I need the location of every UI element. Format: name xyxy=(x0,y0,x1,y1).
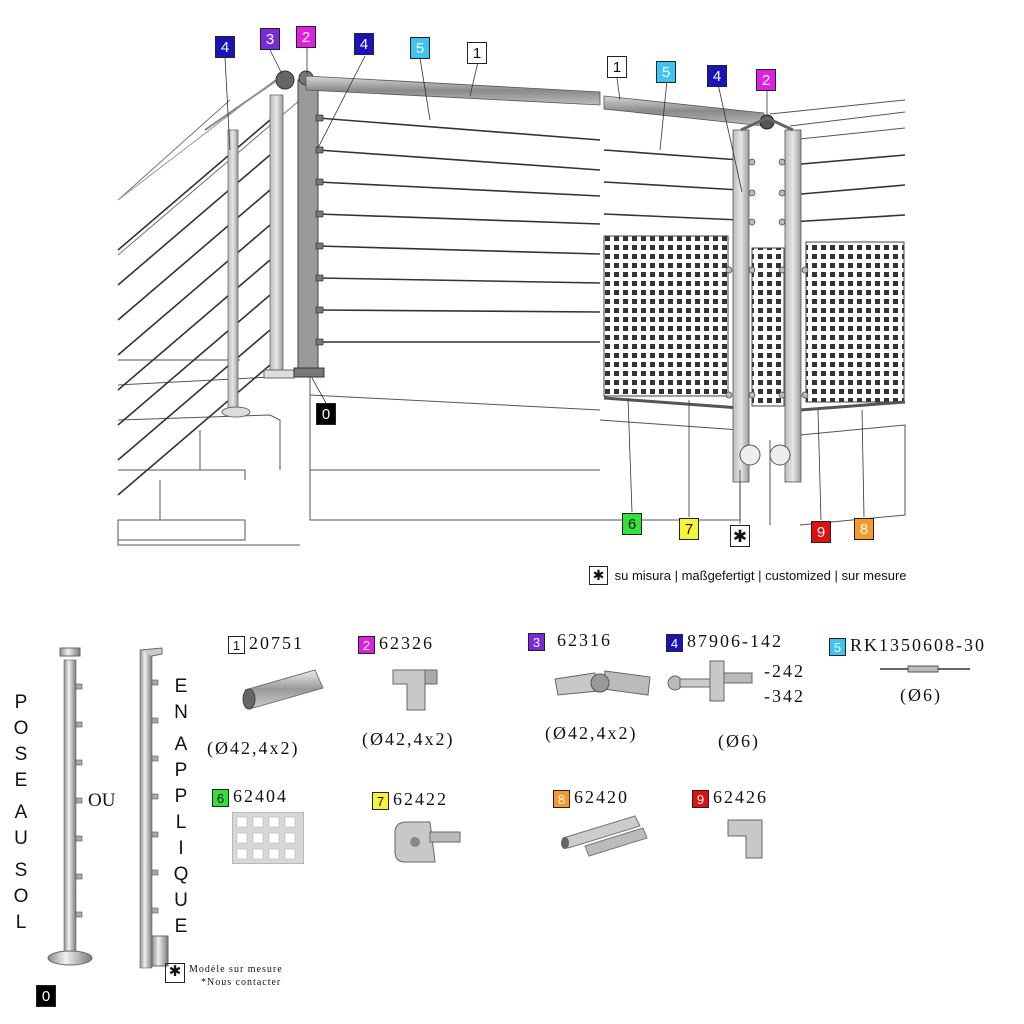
ou-text: OU xyxy=(88,790,116,811)
part-code: 20751 xyxy=(249,633,304,653)
stair-structure xyxy=(117,359,601,546)
custom-legend: ✱ su misura | maßgefertigt | customized … xyxy=(589,566,907,585)
part-dim: (Ø6) xyxy=(718,731,760,751)
part-code: 62404 xyxy=(233,786,288,806)
part-dim: (Ø42,4x2) xyxy=(207,738,300,758)
part-badge-7: 7 xyxy=(372,792,389,811)
part-badge-6: 6 xyxy=(212,789,229,808)
cable-tensioner-image xyxy=(880,665,970,673)
part-code: RK1350608-30 xyxy=(850,635,986,655)
part-code: 62426 xyxy=(713,787,768,807)
tube-pair-image xyxy=(561,815,648,857)
perforated-panel-image xyxy=(232,812,304,864)
part-3: 3 62316 xyxy=(528,630,612,652)
legend-text: su misura | maßgefertigt | customized | … xyxy=(614,568,907,583)
label-badge-3: 3 xyxy=(260,28,280,50)
railing-diagram xyxy=(117,48,906,546)
part-code: 62422 xyxy=(393,789,448,809)
label-badge-2: 2 xyxy=(296,26,316,48)
label-badge-9: 9 xyxy=(811,521,831,543)
asterisk-icon: ✱ xyxy=(165,963,185,983)
part-badge-3: 3 xyxy=(528,633,545,652)
elbow-connector-image xyxy=(392,669,438,711)
label-badge-5: 5 xyxy=(410,37,430,59)
part-badge-5: 5 xyxy=(829,638,846,657)
adjustable-connector-image xyxy=(554,670,651,696)
asterisk-icon: ✱ xyxy=(589,566,608,585)
modele-line1: Modèle sur mesure xyxy=(189,964,283,975)
part-badge-9: 9 xyxy=(692,790,709,809)
part-code: 62316 xyxy=(557,630,612,650)
panel-clamp-image xyxy=(394,821,461,863)
part-dim: (Ø6) xyxy=(900,685,942,705)
part-code: 62326 xyxy=(379,633,434,653)
part-variant: -342 xyxy=(764,686,805,706)
label-badge-0: 0 xyxy=(316,403,336,425)
label-badge-custom: ✱ xyxy=(730,525,750,547)
cable-holder-image xyxy=(667,660,753,702)
post-images xyxy=(47,647,169,969)
part-code: 87906-142 xyxy=(687,631,783,651)
part-badge-1: 1 xyxy=(228,636,245,655)
round-tube-image xyxy=(242,669,324,710)
main-cables xyxy=(317,117,906,343)
label-badge-6: 6 xyxy=(622,513,642,535)
part-dim: (Ø42,4x2) xyxy=(545,723,638,743)
label-badge-8: 8 xyxy=(854,518,874,540)
label-badge-0-bottom: 0 xyxy=(36,985,56,1007)
label-badge-4: 4 xyxy=(707,65,727,87)
label-badge-4: 4 xyxy=(215,36,235,58)
label-badge-5: 5 xyxy=(656,61,676,83)
stair-cables xyxy=(117,119,271,496)
part-badge-2: 2 xyxy=(358,636,375,655)
part-badge-8: 8 xyxy=(553,790,570,809)
label-badge-2: 2 xyxy=(756,69,776,91)
part-code: 62420 xyxy=(574,787,629,807)
part-dim: (Ø42,4x2) xyxy=(362,729,455,749)
corner-connector-image xyxy=(727,819,763,859)
label-badge-4: 4 xyxy=(354,33,374,55)
part-badge-4: 4 xyxy=(666,634,683,653)
label-badge-7: 7 xyxy=(679,518,699,540)
label-badge-1: 1 xyxy=(467,42,487,64)
label-badge-1: 1 xyxy=(607,56,627,78)
part-variant: -242 xyxy=(764,661,805,681)
modele-line2: *Nous contacter xyxy=(201,977,282,988)
